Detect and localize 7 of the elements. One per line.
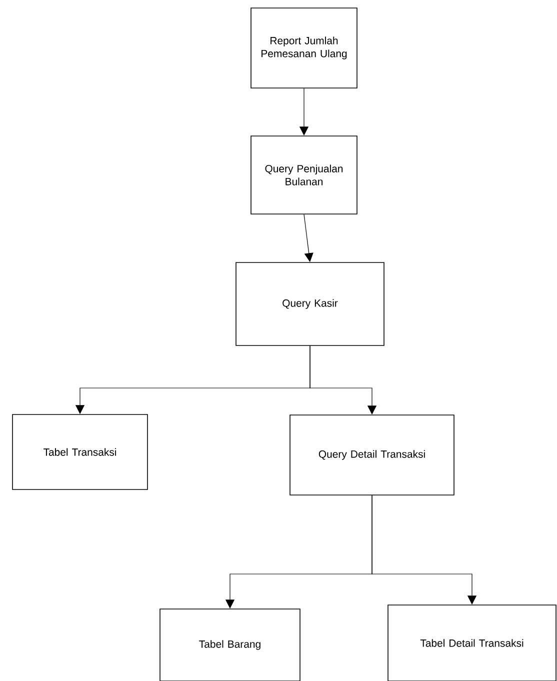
process-box: Tabel Detail Transaksi [388,604,556,681]
process-box: Report Jumlah Pemesanan Ulang [250,8,358,88]
process-box: Query Penjualan Bulanan [250,136,358,214]
process-box: Query Detail Transaksi [290,414,454,496]
process-box: Tabel Barang [160,608,300,681]
process-box: Tabel Transaksi [12,414,148,490]
process-box: Query Kasir [236,262,384,346]
